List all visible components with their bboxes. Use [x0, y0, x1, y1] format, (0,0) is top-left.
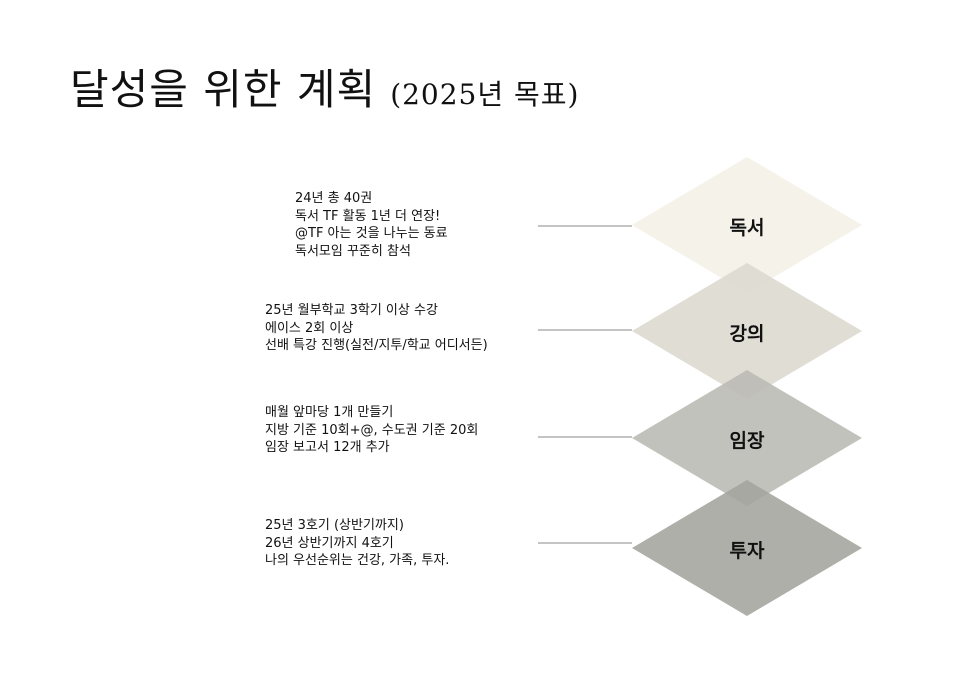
diamond-label-reading: 독서 — [729, 217, 765, 239]
diamond-label-investment: 투자 — [729, 540, 765, 562]
description-line: 나의 우선순위는 건강, 가족, 투자. — [265, 553, 450, 568]
diamond-reading — [632, 157, 862, 293]
description-line: 독서모임 꾸준히 참석 — [295, 243, 411, 259]
slide-title: 달성을 위한 계획 (2025년 목표) — [70, 56, 579, 117]
description-line: 에이스 2회 이상 — [265, 320, 354, 336]
lecture-description: 25년 월부학교 3학기 이상 수강 에이스 2회 이상 선배 특강 진행(실전… — [265, 302, 488, 355]
description-line: @TF 아는 것을 나누는 동료 — [295, 226, 448, 241]
diamond-field-visit — [632, 370, 862, 506]
title-sub: (2025년 목표) — [390, 78, 580, 111]
description-line: 24년 총 40권 — [295, 191, 373, 206]
description-line: 독서 TF 활동 1년 더 연장! — [295, 208, 441, 224]
investment-description: 25년 3호기 (상반기까지) 26년 상반기까지 4호기 나의 우선순위는 건… — [265, 517, 449, 570]
description-line: 25년 3호기 (상반기까지) — [265, 518, 404, 533]
field-visit-description: 매월 앞마당 1개 만들기 지방 기준 10회+@, 수도권 기준 20회 임장… — [265, 404, 478, 457]
description-line: 매월 앞마당 1개 만들기 — [265, 405, 394, 420]
diamond-investment — [632, 480, 862, 616]
diamond-label-field-visit: 임장 — [729, 430, 765, 452]
diamond-label-lecture: 강의 — [729, 323, 765, 345]
title-main: 달성을 위한 계획 — [70, 65, 377, 114]
description-line: 26년 상반기까지 4호기 — [265, 535, 394, 551]
description-line: 선배 특강 진행(실전/지투/학교 어디서든) — [265, 338, 488, 353]
reading-description: 24년 총 40권 독서 TF 활동 1년 더 연장! @TF 아는 것을 나누… — [295, 190, 448, 260]
description-line: 25년 월부학교 3학기 이상 수강 — [265, 303, 438, 318]
description-line: 임장 보고서 12개 추가 — [265, 440, 390, 455]
diamond-lecture — [632, 263, 862, 399]
description-line: 지방 기준 10회+@, 수도권 기준 20회 — [265, 422, 479, 438]
